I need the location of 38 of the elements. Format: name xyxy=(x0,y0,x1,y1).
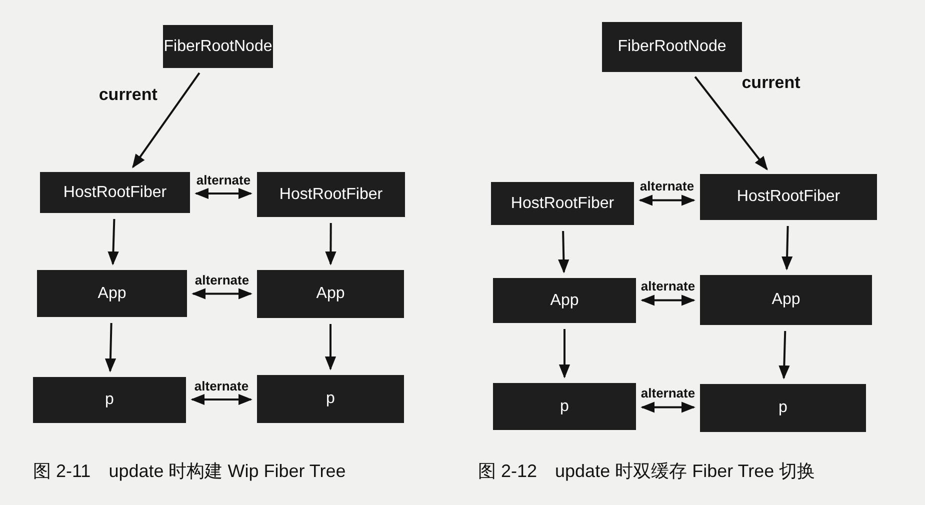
double-arrow xyxy=(640,294,696,306)
fiber-box: p xyxy=(700,384,866,432)
fiber-box: App xyxy=(37,270,187,317)
fiber-box: App xyxy=(493,278,636,323)
figure-caption: 图 2-12 update 时双缓存 Fiber Tree 切换 xyxy=(478,460,816,483)
fiber-box: HostRootFiber xyxy=(491,182,634,225)
fiber-box: HostRootFiber xyxy=(257,172,405,217)
double-arrow xyxy=(638,194,696,206)
figure-caption: 图 2-11 update 时构建 Wip Fiber Tree xyxy=(33,460,346,483)
edge-label: alternate xyxy=(194,172,253,187)
double-arrow xyxy=(194,188,252,200)
double-arrow xyxy=(640,402,696,413)
arrow xyxy=(558,329,570,378)
edge-label: alternate xyxy=(638,386,698,401)
fiber-box: HostRootFiber xyxy=(40,172,190,213)
fiber-box: FiberRootNode xyxy=(163,25,273,68)
arrow xyxy=(325,223,336,266)
double-arrow xyxy=(192,288,252,300)
arrow xyxy=(132,72,200,168)
arrow xyxy=(778,330,790,380)
fiber-box: p xyxy=(493,383,636,430)
edge-label: alternate xyxy=(638,278,698,294)
double-arrow xyxy=(190,394,252,406)
fiber-box: App xyxy=(700,275,872,325)
arrow xyxy=(781,226,793,270)
fiber-box: p xyxy=(33,377,186,423)
arrow xyxy=(558,230,570,274)
arrow xyxy=(108,218,119,266)
arrow xyxy=(324,324,336,370)
arrow xyxy=(104,322,116,372)
fiber-box: HostRootFiber xyxy=(700,174,877,220)
fiber-box: p xyxy=(257,375,404,423)
edge-label: alternate xyxy=(638,178,696,194)
fiber-box: FiberRootNode xyxy=(602,22,742,72)
arrow xyxy=(694,76,768,170)
fiber-box: App xyxy=(257,270,404,318)
edge-label: alternate xyxy=(192,378,251,393)
edge-label: alternate xyxy=(192,272,252,288)
